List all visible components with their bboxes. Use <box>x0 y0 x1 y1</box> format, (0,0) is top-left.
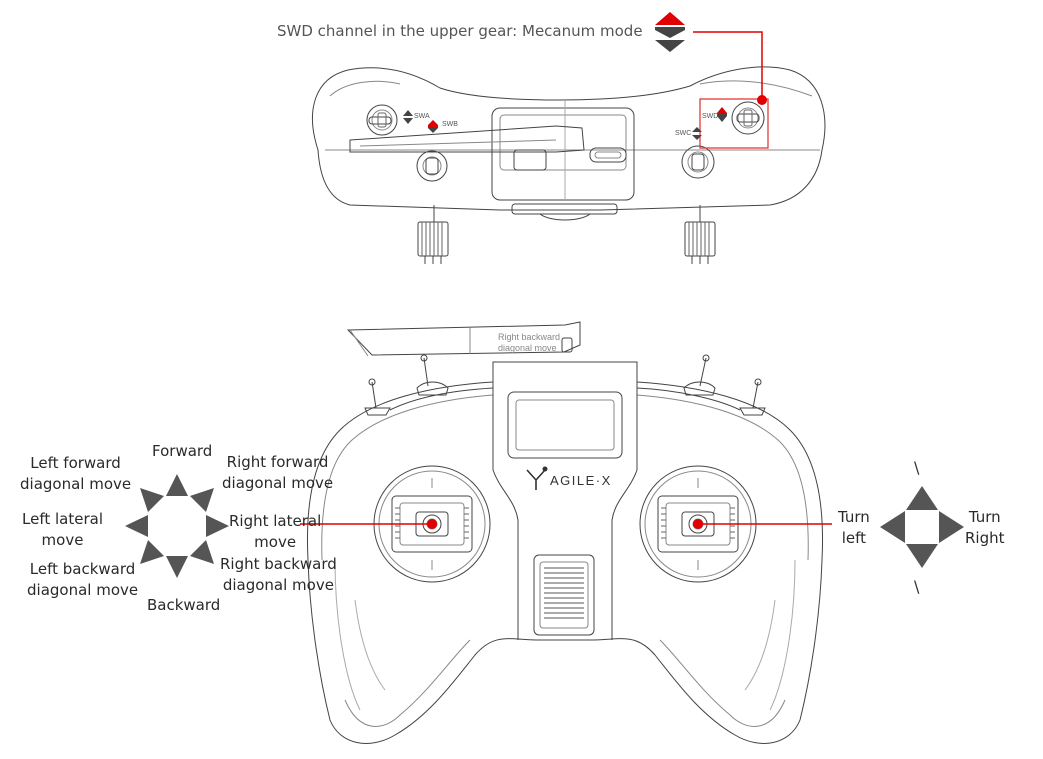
swd-switch-base <box>731 101 765 135</box>
swb-mode-icon <box>428 120 438 133</box>
antenna-label: Right backward diagonal move <box>498 332 561 353</box>
left-stick-callout-dot <box>427 519 437 529</box>
top-view-center-housing <box>491 107 635 201</box>
arrow-down-right <box>190 540 214 564</box>
label-backward: Backward <box>147 596 221 614</box>
label-right-lateral: Right lateral move <box>229 512 322 551</box>
swc-switch-base <box>681 145 715 179</box>
swb-switch-base <box>416 150 448 182</box>
front-view-controller <box>300 321 832 744</box>
swa-switch-base <box>366 104 398 136</box>
up-mark: \ <box>914 458 920 477</box>
four-way-arrow-icon <box>880 486 964 568</box>
top-view-body-outline <box>311 66 826 211</box>
front-antenna <box>346 321 581 356</box>
agilex-logo-icon <box>526 466 548 490</box>
mode-caption: SWD channel in the upper gear: Mecanum m… <box>277 22 643 40</box>
arrow-left <box>880 511 905 543</box>
front-screen <box>507 391 623 459</box>
arrow-right <box>939 511 964 543</box>
top-view-antenna <box>349 125 585 153</box>
swd-mode-icon <box>717 107 727 122</box>
arrow-up <box>166 474 188 496</box>
label-right-backward: Right backward diagonal move <box>220 555 337 594</box>
swd-label: SWD <box>702 113 719 120</box>
arrow-left <box>125 515 148 537</box>
swb-label: SWB <box>442 121 458 128</box>
usb-port <box>589 147 627 163</box>
swc-mode-icon <box>692 127 702 140</box>
swa-label: SWA <box>414 113 430 120</box>
swd-callout-dot <box>757 95 767 105</box>
swa-mode-icon <box>403 110 413 124</box>
label-right-forward: Right forward diagonal move <box>222 453 334 492</box>
swd-callout-line <box>693 31 763 99</box>
up-down-arrow-icon <box>655 12 685 52</box>
down-mark: \ <box>914 577 920 596</box>
brand-name: AGILE·X <box>550 473 612 488</box>
label-left-backward: Left backward diagonal move <box>27 560 139 599</box>
arrow-down <box>906 544 938 568</box>
arrow-down <box>166 556 188 578</box>
front-grill <box>533 554 595 636</box>
front-body-outline <box>307 361 823 744</box>
top-view-controller <box>311 31 826 264</box>
label-left-forward: Left forward diagonal move <box>20 454 132 493</box>
arrow-up <box>906 486 938 510</box>
label-turn-right: Turn Right <box>965 508 1005 547</box>
swd-highlight-box <box>699 98 769 149</box>
label-left-lateral: Left lateral move <box>22 510 103 549</box>
swc-label: SWC <box>675 130 692 137</box>
label-turn-left: Turn left <box>838 508 870 547</box>
arrow-down-left <box>140 540 164 564</box>
left-knob <box>417 205 449 264</box>
arrow-up-right <box>190 488 214 512</box>
right-stick-callout-dot <box>693 519 703 529</box>
arrow-right <box>206 515 229 537</box>
eight-way-arrow-icon <box>125 474 229 578</box>
front-switches <box>364 354 766 416</box>
arrow-up-left <box>140 488 164 512</box>
right-knob <box>684 205 716 264</box>
label-forward: Forward <box>152 442 213 460</box>
